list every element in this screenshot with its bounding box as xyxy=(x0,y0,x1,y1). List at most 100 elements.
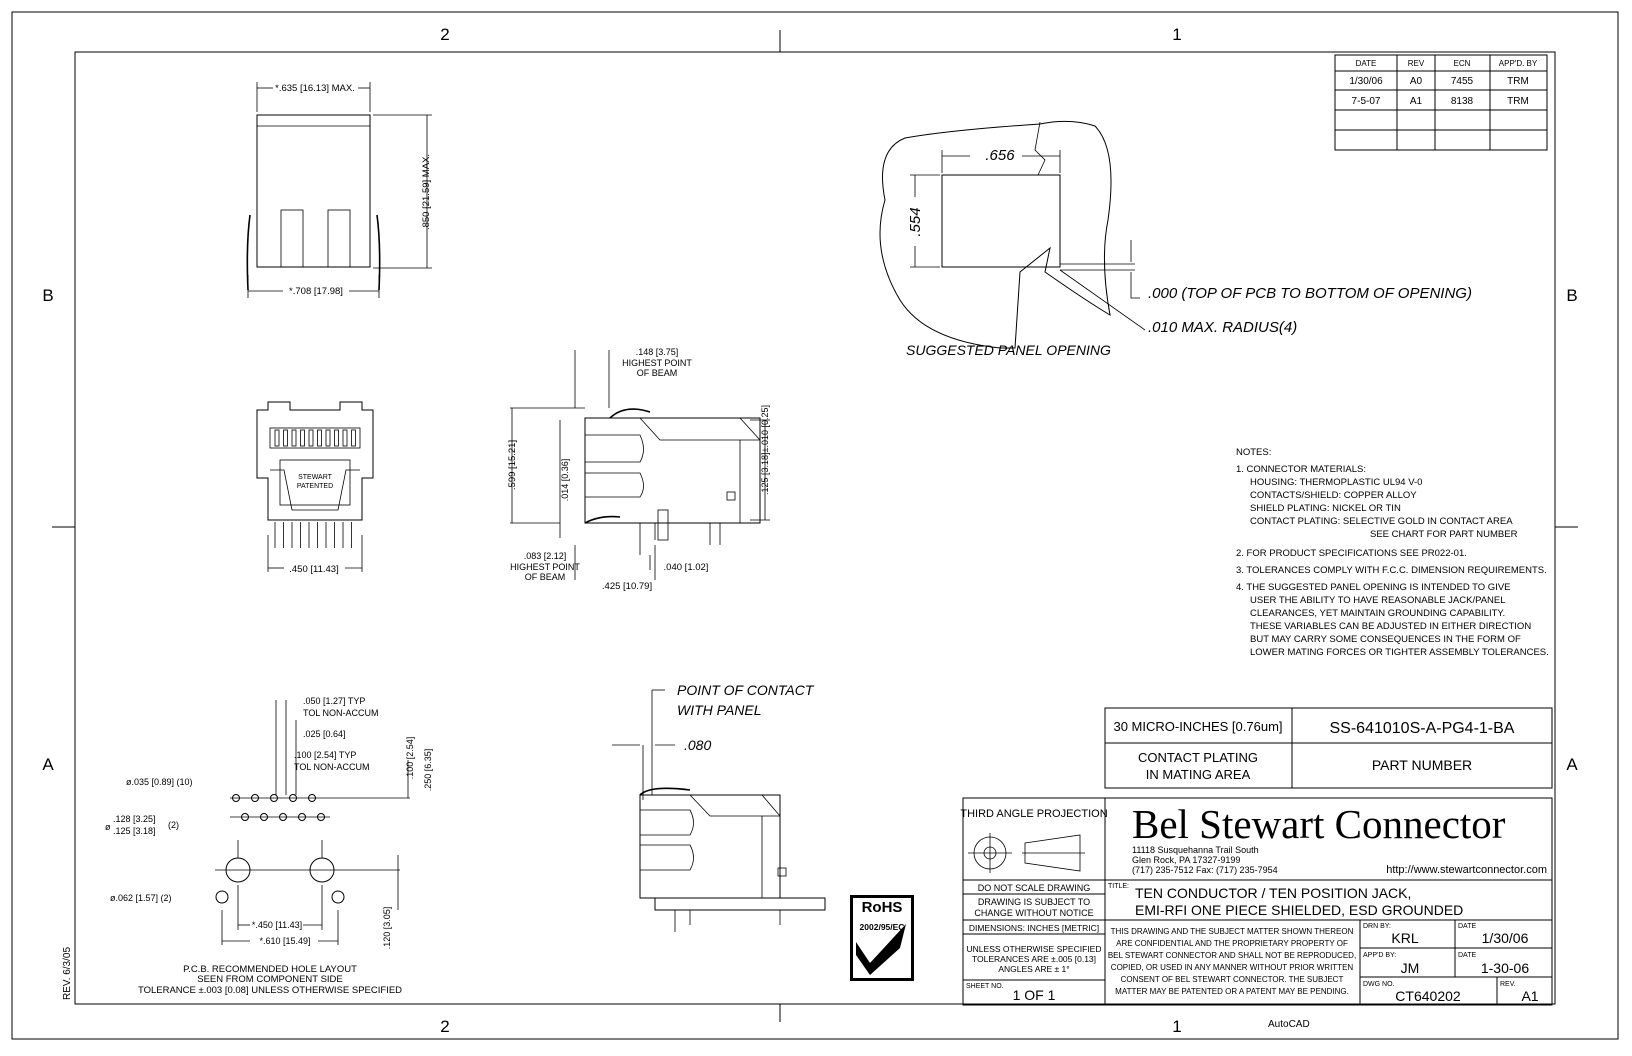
rev-cell: TRM xyxy=(1507,76,1529,87)
contact-slot xyxy=(334,429,339,447)
top-view-drawing xyxy=(246,82,432,298)
projection-symbol-cone xyxy=(1024,834,1081,872)
dim-row-pitch-note: TOL NON-ACCUM xyxy=(294,762,370,772)
approved-by: JM xyxy=(1401,960,1420,976)
notes-block: NOTES: 1. CONNECTOR MATERIALS: HOUSING: … xyxy=(1236,447,1549,658)
side-view-drawing xyxy=(510,350,770,580)
dim-w2: *.610 [15.49] xyxy=(259,936,310,946)
change-note: DRAWING IS SUBJECT TO xyxy=(978,897,1090,907)
side-revision-note: REV. 6/3/05 xyxy=(62,947,73,1000)
zone-label: 2 xyxy=(440,1017,449,1036)
approved-by-label: APP'D BY: xyxy=(1363,952,1396,959)
dim-beam-bottom: .083 [2.12] xyxy=(524,551,567,561)
dim-v3: .120 [3.05] xyxy=(382,907,392,950)
dim-side-right: .125 [3.18]±.010 [0.25] xyxy=(760,405,770,495)
zone-label: B xyxy=(42,286,53,305)
autocad-label: AutoCAD xyxy=(1268,1019,1310,1030)
dim-hole-mount-count: (2) xyxy=(168,820,179,830)
part-number-label: PART NUMBER xyxy=(1372,757,1472,773)
rohs-directive: 2002/95/EC xyxy=(860,922,905,932)
sheet-number: 1 OF 1 xyxy=(1013,987,1056,1003)
dimensions-note: DIMENSIONS: INCHES [METRIC] xyxy=(969,923,1099,933)
plating-label: IN MATING AREA xyxy=(1146,767,1251,782)
drawing-number-label: DWG NO. xyxy=(1363,981,1395,988)
confidential-note: ARE CONFIDENTIAL AND THE PROPRIETARY PRO… xyxy=(1116,939,1348,948)
note-line: BUT MAY CARRY SOME CONSEQUENCES IN THE F… xyxy=(1250,634,1521,645)
stamp-text: STEWART xyxy=(298,474,333,481)
rev-cell: 7-5-07 xyxy=(1352,96,1381,107)
note-line: CONTACT PLATING: SELECTIVE GOLD IN CONTA… xyxy=(1250,516,1513,527)
contact-slot xyxy=(325,429,331,447)
outer-border xyxy=(11,11,1619,1040)
company-phone: (717) 235-7512 Fax: (717) 235-7954 xyxy=(1132,865,1278,875)
note-line: HOUSING: THERMOPLASTIC UL94 V-0 xyxy=(1250,477,1422,488)
note-line: 1. CONNECTOR MATERIALS: xyxy=(1236,464,1366,475)
date-label: DATE xyxy=(1458,923,1476,930)
checkmark-icon xyxy=(856,924,906,975)
rev-header-rev: REV xyxy=(1408,59,1425,68)
dim-pitch: .050 [1.27] TYP xyxy=(303,696,365,706)
rev-cell: A1 xyxy=(1410,96,1423,107)
dim-hole-mount-prefix: ø xyxy=(105,822,111,832)
note-line: 4. THE SUGGESTED PANEL OPENING IS INTEND… xyxy=(1236,582,1511,593)
dim-front-width: .450 [11.43] xyxy=(289,564,338,575)
dim-beam-top: .148 [3.75] xyxy=(636,347,679,357)
notes-title: NOTES: xyxy=(1236,447,1271,458)
confidential-note: MATTER MAY BE PATENTED OR A PATENT MAY B… xyxy=(1115,987,1349,996)
dim-top-width: *.635 [16.13] MAX. xyxy=(275,83,355,94)
contact-slot xyxy=(283,429,288,447)
plating-spec: 30 MICRO-INCHES [0.76um] xyxy=(1113,719,1282,734)
contact-slot xyxy=(308,429,314,447)
panel-caption: SUGGESTED PANEL OPENING xyxy=(906,342,1111,358)
tolerance-note: TOLERANCES ARE ±.005 [0.13] xyxy=(972,954,1096,964)
rohs-logo xyxy=(850,895,914,981)
plating-table xyxy=(1104,707,1553,789)
company-name: Bel Stewart Connector xyxy=(1132,801,1506,847)
note-line: SHIELD PLATING: NICKEL OR TIN xyxy=(1250,503,1401,514)
date-label: DATE xyxy=(1458,952,1476,959)
rev-header-date: DATE xyxy=(1356,59,1377,68)
dim-hole-mount: .125 [3.18] xyxy=(113,826,156,836)
no-scale-note: DO NOT SCALE DRAWING xyxy=(978,883,1091,893)
title-block xyxy=(962,797,1553,1006)
dim-hole-align: ø.062 [1.57] (2) xyxy=(110,893,172,903)
zone-label: A xyxy=(1566,755,1578,774)
dim-hole-mount: .128 [3.25] xyxy=(113,814,156,824)
dim-v1: .100 [2.54] xyxy=(405,737,415,780)
zone-label: B xyxy=(1566,286,1577,305)
contact-slot xyxy=(300,429,305,447)
company-address: Glen Rock, PA 17327-9199 xyxy=(1132,855,1240,865)
revision-table: DATE REV ECN APP'D. BY 1/30/06 A0 7455 T… xyxy=(1334,54,1548,151)
dim-row-pitch: .100 [2.54] TYP xyxy=(294,750,356,760)
rev-cell: 8138 xyxy=(1451,96,1474,107)
rev-cell: 1/30/06 xyxy=(1349,76,1383,87)
confidential-note: THIS DRAWING AND THE SUBJECT MATTER SHOW… xyxy=(1111,927,1354,936)
confidential-note: CONSENT OF BEL STEWART CONNECTOR. THE SU… xyxy=(1121,975,1344,984)
dim-contact: .080 xyxy=(684,737,711,753)
dim-beam-top-note: HIGHEST POINT xyxy=(622,358,692,368)
pcb-caption: P.C.B. RECOMMENDED HOLE LAYOUT xyxy=(183,964,357,975)
zone-label: 1 xyxy=(1172,1017,1181,1036)
tolerance-note: ANGLES ARE ± 1° xyxy=(998,964,1069,974)
pcb-caption: TOLERANCE ±.003 [0.08] UNLESS OTHERWISE … xyxy=(138,985,402,996)
zone-label: 1 xyxy=(1172,25,1181,44)
zone-label: A xyxy=(42,755,54,774)
tolerance-note: UNLESS OTHERWISE SPECIFIED xyxy=(967,944,1102,954)
drawn-by-label: DRN BY: xyxy=(1363,923,1391,930)
sheet-label: SHEET NO. xyxy=(966,983,1004,990)
drawn-date: 1/30/06 xyxy=(1482,930,1529,946)
change-note: CHANGE WITHOUT NOTICE xyxy=(974,908,1093,918)
dim-pitch-note: TOL NON-ACCUM xyxy=(303,708,379,718)
contact-slot xyxy=(274,429,280,447)
alignment-hole xyxy=(215,890,229,904)
alignment-hole xyxy=(331,890,345,904)
rev-cell: A0 xyxy=(1410,76,1423,87)
note-line: SEE CHART FOR PART NUMBER xyxy=(1370,529,1518,540)
dim-beam-top-note: OF BEAM xyxy=(637,368,678,378)
note-pcb-opening: .000 (TOP OF PCB TO BOTTOM OF OPENING) xyxy=(1148,285,1472,302)
plating-label: CONTACT PLATING xyxy=(1138,750,1258,765)
company-url[interactable]: http://www.stewartconnector.com xyxy=(1386,864,1547,876)
dim-beam-bottom-note: HIGHEST POINT xyxy=(510,562,580,572)
projection-label: THIRD ANGLE PROJECTION xyxy=(960,808,1107,820)
